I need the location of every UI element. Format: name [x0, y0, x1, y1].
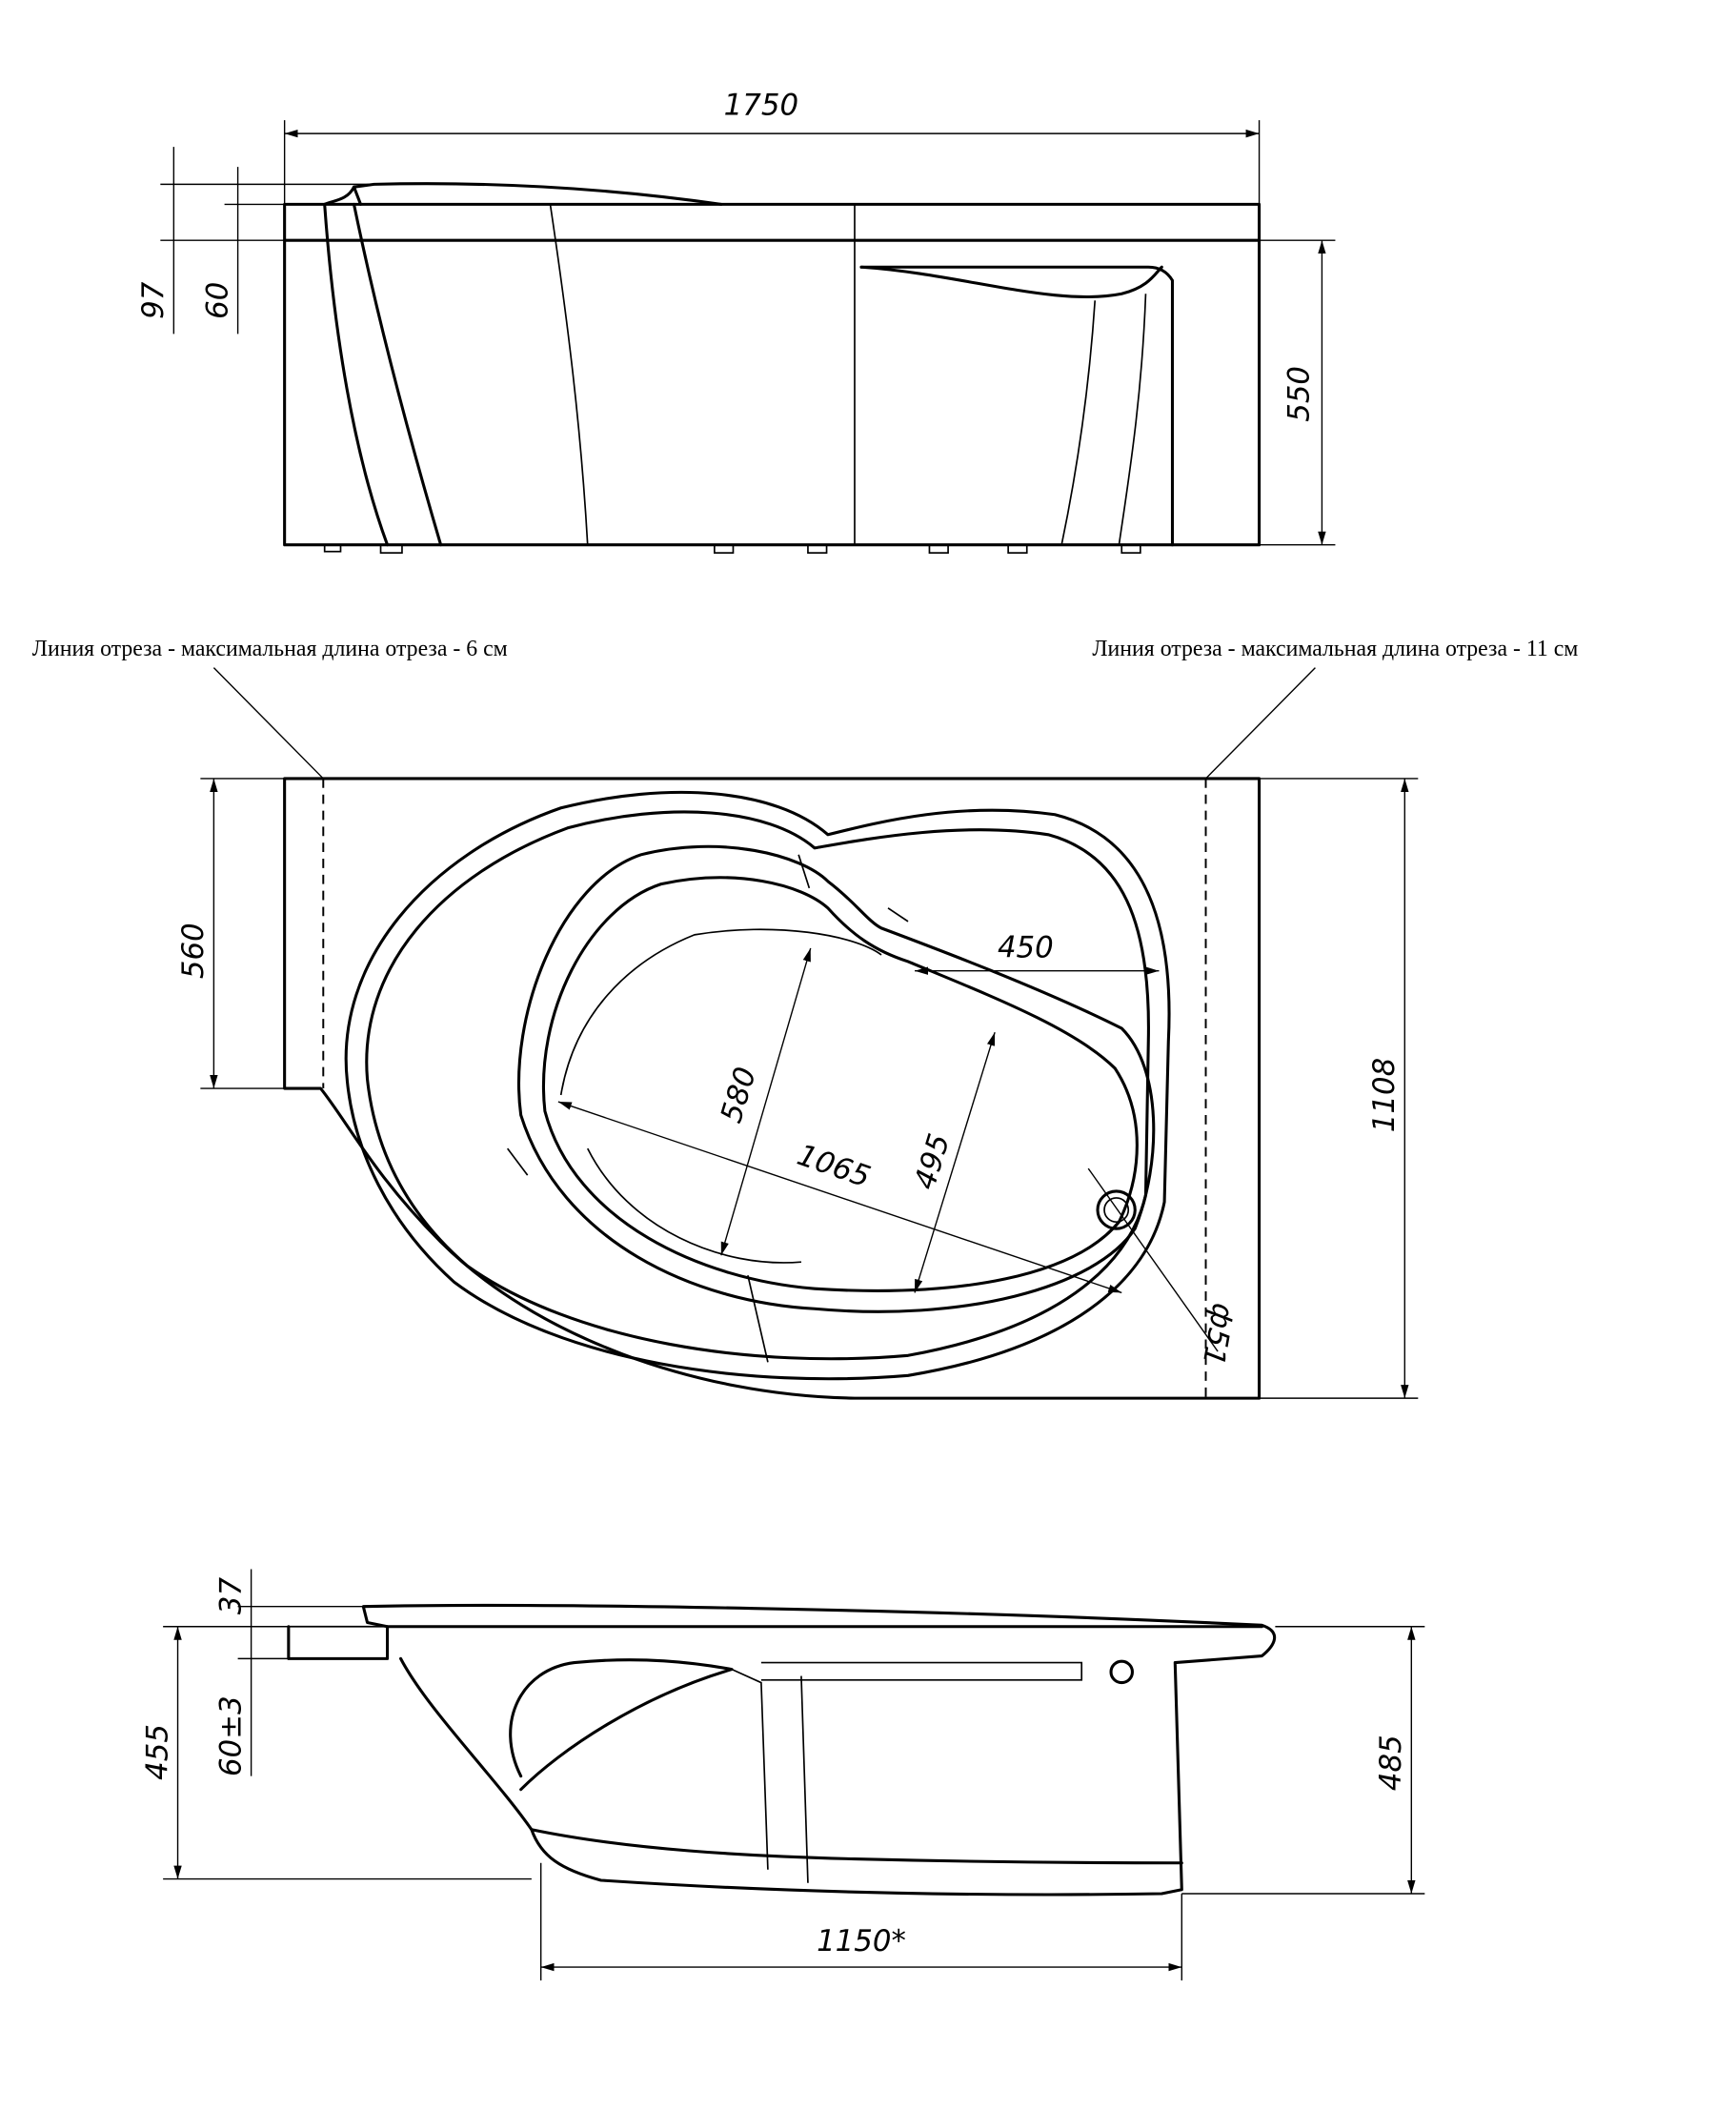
dim-total-depth: 1108 [1367, 1058, 1402, 1132]
overflow-icon [1109, 1659, 1134, 1685]
plan-view: 560 1108 450 580 1065 495 ф51 [176, 777, 1419, 1400]
dim-drain: ф51 [1196, 1301, 1241, 1369]
plan-outline [283, 777, 1262, 1400]
note-right-cut: Линия отреза - максимальная длина отреза… [1092, 637, 1578, 661]
dim-rim-step: 60 [200, 282, 234, 319]
front-outline [283, 202, 1262, 547]
side-outline [287, 1603, 1277, 1897]
dim-width: 1750 [724, 89, 798, 123]
dim-height-right: 485 [1374, 1735, 1408, 1791]
feet [323, 543, 1141, 554]
dim-bowl-width-2: 495 [908, 1130, 958, 1194]
side-view: 37 60±3 455 485 1150* [140, 1569, 1425, 1981]
dim-step: 60±3 [213, 1695, 248, 1776]
dim-base-length: 1150* [817, 1924, 906, 1958]
front-view: 1750 97 60 550 [136, 89, 1336, 554]
dim-height-left: 455 [140, 1724, 174, 1780]
note-left-cut: Линия отреза - максимальная длина отреза… [32, 637, 508, 661]
dim-height: 550 [1282, 366, 1316, 422]
dim-bowl-width: 580 [715, 1064, 764, 1127]
dim-left-depth: 560 [176, 923, 211, 979]
dim-rim-height: 97 [136, 281, 171, 319]
dim-seat-width: 450 [998, 931, 1054, 965]
dim-rim: 37 [213, 1577, 248, 1615]
